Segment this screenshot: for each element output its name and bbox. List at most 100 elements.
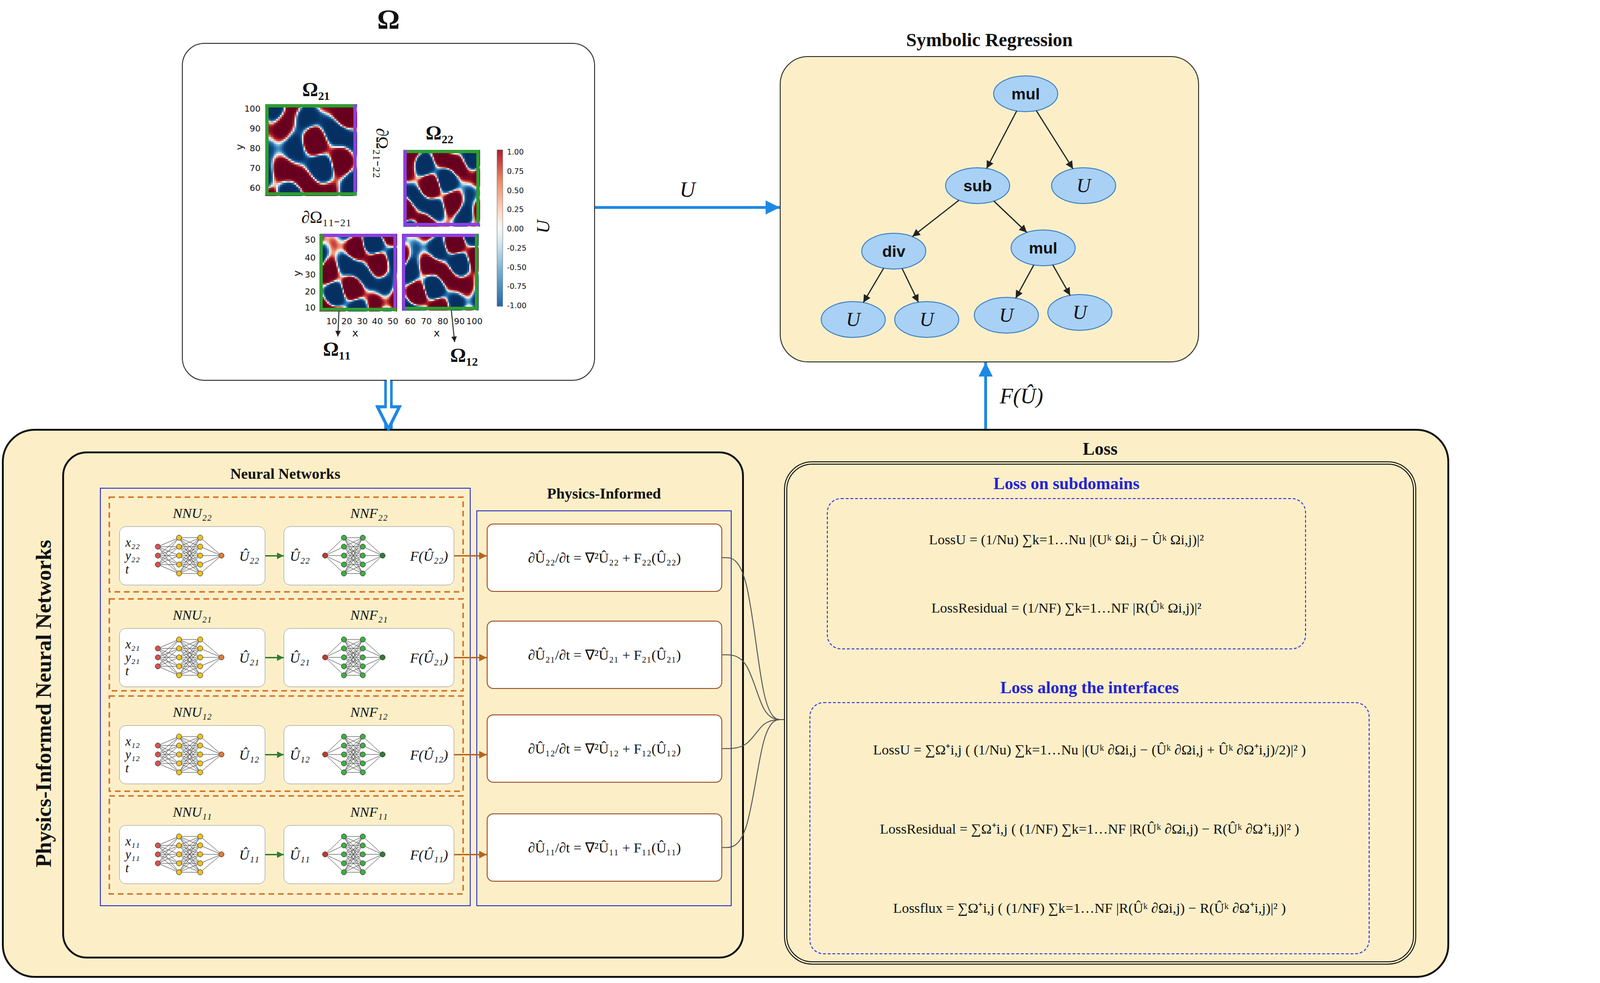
equation-box: ∂Û₁₁/∂t = ∇²Û₁₁ + F₁₁(Û₁₁) — [486, 813, 723, 882]
edge-label: F(Û) — [999, 383, 1044, 409]
figure-label: 40 — [372, 316, 384, 327]
input-variable: Û₂₁ — [289, 649, 311, 666]
figure-label: x — [433, 326, 440, 339]
figure-label: 70 — [421, 316, 433, 327]
heading-slot: Neural Networks — [100, 465, 470, 483]
network-box: NNF₁₁Û₁₁F(Û₁₁) — [283, 824, 455, 884]
heading-slot: Symbolic Regression — [780, 28, 1199, 51]
equation-box: ∂Û₁₂/∂t = ∇²Û₁₂ + F₁₂(Û₁₂) — [486, 714, 723, 783]
output-variable: F(Û₁₁) — [409, 846, 449, 863]
pinn-panel: NNU₂₂x₂₂y₂₂tÛ₂₂NNF₂₂Û₂₂F(Û₂₂)NNU₂₁x₂₁y₂₁… — [1, 428, 1450, 978]
input-column: x₁₂y₁₂t — [125, 734, 140, 775]
output-variable: Û₂₁ — [238, 649, 260, 666]
figure-label: 70 — [249, 163, 261, 173]
figure-label: 80 — [437, 316, 449, 327]
network-box: NNF₂₁Û₂₁F(Û₂₁) — [283, 628, 455, 687]
network-name: NNU₁₁ — [172, 803, 213, 820]
network-name: NNU₂₂ — [172, 505, 213, 522]
heading-slot: Loss — [787, 438, 1413, 459]
operator-label: U — [1076, 174, 1091, 197]
input-variable: t — [125, 562, 140, 576]
group-heading: Loss on subdomains — [993, 473, 1140, 494]
pde-equation: ∂Û₁₂/∂t = ∇²Û₁₂ + F₁₂(Û₁₂) — [528, 740, 681, 757]
heading-slot: NNU₂₂ — [119, 505, 265, 522]
group-heading: Loss along the interfaces — [1000, 677, 1179, 698]
figure-label: 50 — [304, 234, 316, 245]
figure-label: 60 — [249, 182, 261, 193]
tree-node: U — [973, 296, 1040, 335]
heading-slot: NNF₁₁ — [284, 803, 454, 820]
figure-label: 20 — [341, 316, 353, 327]
tree-node: U — [820, 300, 887, 339]
tree-node: mul — [992, 74, 1059, 113]
input-variable: Û₁₁ — [289, 846, 311, 863]
heading-slot: NNU₂₁ — [119, 606, 265, 623]
heading-slot: Ω — [182, 3, 595, 36]
figure-label: -1.00 — [506, 301, 527, 311]
figure-label: 60 — [405, 316, 417, 327]
output-variable: Û₁₁ — [238, 846, 260, 863]
heading-slot: NNU₁₂ — [119, 703, 265, 720]
figure-label: -0.50 — [506, 262, 527, 272]
loss-panel: Loss on subdomainsLossU = (1/Nu) ∑k=1…Nu… — [783, 461, 1417, 965]
regression-panel: mulsubUdivmulUUUUSymbolic Regression — [779, 56, 1200, 363]
input-variable: y₁₂ — [125, 747, 140, 761]
loss-group: Loss on subdomainsLossU = (1/Nu) ∑k=1…Nu… — [826, 497, 1307, 650]
pde-equation: ∂Û₁₁/∂t = ∇²Û₁₁ + F₁₁(Û₁₁) — [528, 839, 681, 856]
figure-label: Ω₁₁ — [323, 337, 352, 361]
group-box: ∂Û₂₂/∂t = ∇²Û₂₂ + F₂₂(Û₂₂)∂Û₂₁/∂t = ∇²Û₂… — [476, 510, 732, 907]
input-variable: x₁₂ — [125, 734, 140, 748]
output-variable: Û₂₂ — [238, 547, 260, 564]
figure-label: Ω₂₁ — [302, 78, 331, 101]
input-variable: t — [125, 861, 140, 875]
figure-label: 20 — [304, 286, 316, 297]
input-column: x₁₁y₁₁t — [125, 834, 140, 875]
loss-equation: LossResidual = (1/NF) ∑k=1…NF |R(Ûᵏ Ωi,j… — [931, 599, 1202, 616]
tree-node: U — [1046, 293, 1113, 332]
tree-node: mul — [1010, 228, 1077, 267]
figure-label: 0.25 — [506, 204, 524, 214]
group-box: NNU₂₂x₂₂y₂₂tÛ₂₂NNF₂₂Û₂₂F(Û₂₂)NNU₂₁x₂₁y₂₁… — [99, 487, 471, 907]
figure-label: 10 — [304, 302, 316, 313]
loss-equation: Lossflux = ∑Ω⁺i,j ( (1/NF) ∑k=1…NF |R(Ûᵏ… — [893, 897, 1286, 917]
input-variable: t — [125, 664, 140, 678]
figure-label: 100 — [466, 316, 483, 327]
figure-label: 90 — [249, 123, 261, 134]
heading: Loss — [1082, 438, 1118, 459]
equation-box: ∂Û₂₁/∂t = ∇²Û₂₁ + F₂₁(Û₂₁) — [486, 620, 723, 689]
domain-panel: Ω — [181, 42, 596, 381]
output-variable: Û₁₂ — [238, 746, 260, 763]
network-box: NNU₂₂x₂₂y₂₂tÛ₂₂ — [119, 526, 266, 586]
heading-slot: Loss along the interfaces — [810, 677, 1369, 698]
output-variable: F(Û₂₂) — [409, 547, 449, 564]
figure-label: y — [291, 269, 303, 277]
figure-label: x — [351, 326, 359, 339]
loss-equation: LossResidual = ∑Ω⁺i,j ( (1/NF) ∑k=1…NF |… — [880, 818, 1300, 838]
input-variable: x₂₂ — [125, 535, 140, 549]
figure-label: 50 — [387, 316, 399, 327]
heading-slot: NNU₁₁ — [119, 803, 265, 820]
vertical-title: Physics-Informed Neural Networks — [31, 539, 57, 867]
tree-node: sub — [944, 166, 1011, 205]
figure-label: Ω₁₂ — [450, 343, 479, 367]
network-name: NNF₁₂ — [350, 703, 388, 720]
figure-label: ∂Ω₂₁₋₂₂ — [371, 128, 395, 179]
figure-label: 30 — [357, 316, 368, 327]
figure-label: 100 — [244, 103, 261, 114]
figure-label: 10 — [326, 316, 338, 327]
figure-label: 90 — [454, 316, 466, 327]
loss-group: Loss along the interfacesLossU = ∑Ω⁺i,j … — [809, 702, 1370, 955]
figure-label: U — [531, 220, 555, 234]
operator-label: U — [919, 308, 934, 331]
figure-label: Ω₂₂ — [425, 121, 454, 145]
input-column: x₂₁y₂₁t — [125, 637, 140, 678]
network-box: NNU₁₂x₁₂y₁₂tÛ₁₂ — [119, 725, 266, 784]
heading-slot: Loss on subdomains — [827, 473, 1306, 494]
figure-label: 1.00 — [506, 147, 524, 157]
operator-label: U — [846, 308, 861, 331]
figure-label: -0.75 — [506, 281, 527, 291]
operator-label: U — [1072, 301, 1087, 324]
network-box: NNF₂₂Û₂₂F(Û₂₂) — [283, 526, 455, 586]
output-variable: F(Û₁₂) — [409, 746, 449, 763]
